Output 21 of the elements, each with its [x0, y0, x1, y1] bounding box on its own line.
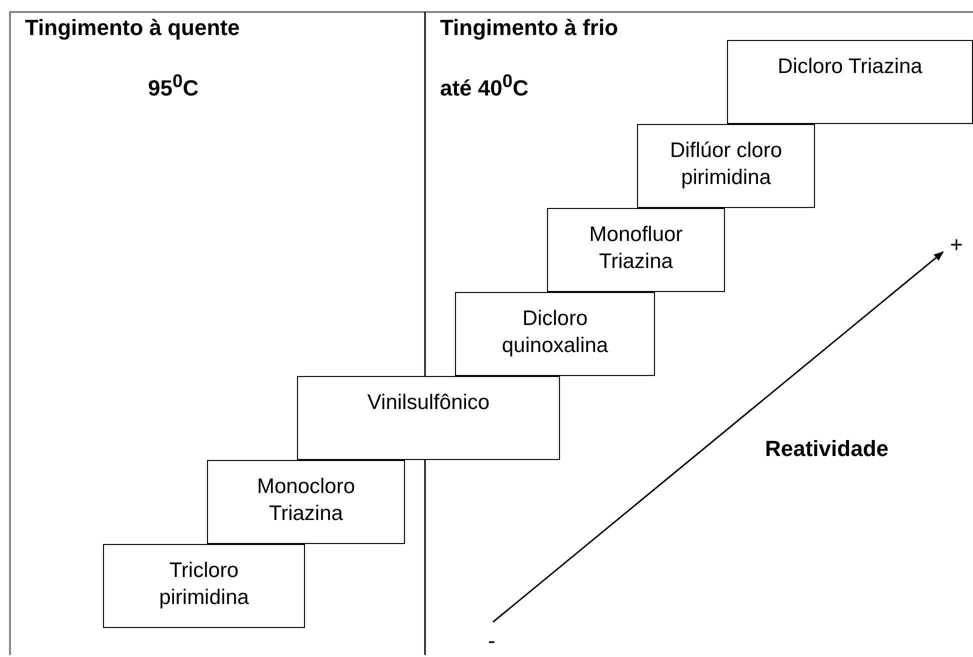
- process-box: [207, 460, 405, 544]
- process-box: [637, 124, 815, 208]
- axis-label: Reatividade: [765, 436, 888, 462]
- box-label: Dicloro Triazina: [776, 54, 924, 80]
- process-box: [297, 376, 560, 460]
- minus-sign: -: [488, 628, 496, 654]
- temperature-label: 95$^{0}$C: [148, 70, 199, 102]
- heading: Tingimento à quente: [25, 15, 240, 41]
- box-label: Tricloro pirimidina: [158, 558, 250, 612]
- process-box: [547, 208, 725, 292]
- box-label: Diflúor cloro pirimidina: [668, 138, 784, 192]
- box-label: Vinilsulfônico: [366, 390, 491, 416]
- box-label: Dicloro quinoxalina: [500, 306, 610, 360]
- process-box: [727, 40, 973, 124]
- box-label: Monocloro Triazina: [256, 474, 356, 528]
- temperature-label: até 40$^{0}$C: [440, 70, 528, 102]
- plus-sign: +: [950, 232, 963, 258]
- process-box: [455, 292, 655, 376]
- box-label: Monofluor Triazina: [588, 222, 684, 276]
- process-box: [103, 544, 305, 628]
- heading: Tingimento à frio: [440, 15, 618, 41]
